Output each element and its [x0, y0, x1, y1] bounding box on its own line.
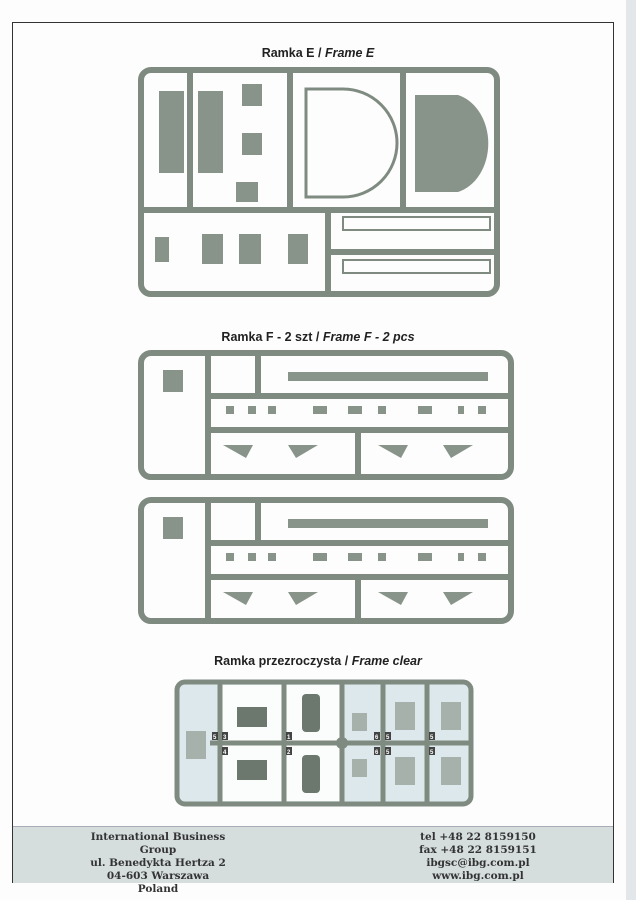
phone: tel +48 22 8159150: [420, 831, 536, 843]
city: 04-603 Warszawa: [106, 870, 210, 882]
title-sep: /: [314, 46, 325, 60]
company-contact: tel +48 22 8159150 fax +48 22 8159151 ib…: [393, 831, 563, 883]
street: ul. Benedykta Hertza 2: [90, 857, 226, 869]
frame-e-title: Ramka E / Frame E: [0, 46, 636, 60]
fax: fax +48 22 8159151: [419, 844, 537, 856]
part-number: 5: [386, 750, 390, 756]
company-name: International Business Group: [90, 831, 226, 856]
title-en: Frame E: [324, 46, 375, 60]
frame-clear-title: Ramka przezroczysta / Frame clear: [0, 654, 636, 668]
part-number: 5: [430, 735, 434, 741]
part-number: 2: [287, 750, 291, 756]
title-pl: Ramka E: [261, 46, 315, 60]
title-pl: Ramka przezroczysta: [214, 654, 342, 668]
title-en: Frame F - 2 pcs: [322, 330, 415, 344]
title-en: Frame clear: [351, 654, 422, 668]
scan-edge: [626, 0, 636, 900]
email-link[interactable]: ibgsc@ibg.com.pl: [426, 857, 530, 869]
part-number: 5: [213, 735, 217, 741]
company-address: International Business Group ul. Benedyk…: [73, 831, 243, 896]
part-number: 6: [375, 735, 379, 741]
title-sep: /: [341, 654, 352, 668]
frame-f-title: Ramka F - 2 szt / Frame F - 2 pcs: [0, 330, 636, 344]
frame-e-diagram: [138, 67, 500, 297]
frame-f-diagram-2: [138, 497, 514, 624]
part-number: 5: [386, 735, 390, 741]
footer: International Business Group ul. Benedyk…: [13, 826, 613, 895]
part-number: 5: [430, 750, 434, 756]
frame-clear-diagram: 5 3 4 1 2 6 6 5 5 5 5: [174, 679, 474, 807]
part-number: 4: [223, 750, 227, 756]
frame-f-diagram-1: [138, 350, 514, 480]
part-number: 3: [223, 735, 227, 741]
title-sep: /: [312, 330, 323, 344]
website-link[interactable]: www.ibg.com.pl: [432, 870, 524, 882]
part-number: 6: [375, 750, 379, 756]
country: Poland: [137, 883, 179, 895]
part-number: 1: [287, 735, 291, 741]
title-pl: Ramka F - 2 szt: [221, 330, 313, 344]
